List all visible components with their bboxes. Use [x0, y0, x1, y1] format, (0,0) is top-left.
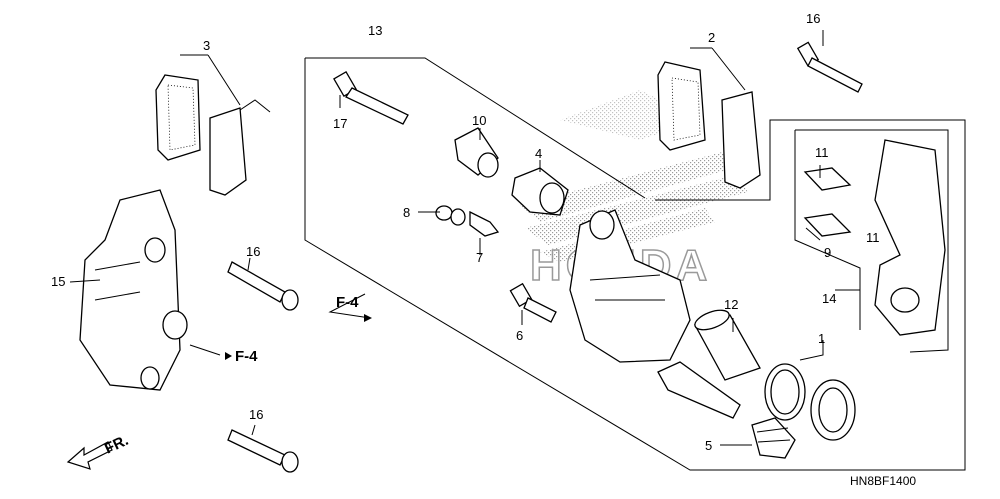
bolt-16-middle — [227, 261, 299, 311]
callout-16-top: 16 — [806, 11, 820, 26]
callout-4: 4 — [535, 146, 542, 161]
front-direction-label: FR. — [102, 432, 131, 458]
f4-arrows — [225, 314, 372, 360]
callout-13: 13 — [368, 23, 382, 38]
callout-16-middle: 16 — [246, 244, 260, 259]
boot-5 — [751, 417, 796, 459]
callout-labels: 3 2 13 16 17 10 4 8 7 6 11 11 9 14 12 1 … — [51, 11, 880, 453]
callout-5: 5 — [705, 438, 712, 453]
brake-pad-set-center — [657, 47, 761, 189]
callout-11-bottom: 11 — [866, 230, 880, 245]
bleeder-cap-8 — [435, 205, 466, 226]
bolt-16-bottom — [227, 429, 299, 473]
piston-seal-1a — [764, 363, 806, 421]
leader-lines — [69, 30, 860, 446]
callout-6: 6 — [516, 328, 523, 343]
callout-15: 15 — [51, 274, 65, 289]
caliper-body-center — [569, 209, 691, 363]
callout-8: 8 — [403, 205, 410, 220]
callout-7: 7 — [476, 250, 483, 265]
pin-boot-10 — [454, 127, 499, 178]
bolt-17 — [333, 70, 409, 125]
assembly-bracket-lines — [304, 57, 966, 471]
piston-12 — [694, 309, 761, 381]
callout-17: 17 — [333, 116, 347, 131]
front-direction-arrow-icon: FR. — [66, 432, 131, 470]
diagram-code: HN8BF1400 — [850, 474, 916, 488]
pad-clip-11-top — [803, 167, 852, 191]
bolt-6 — [509, 282, 557, 323]
slide-pin — [657, 361, 741, 419]
caliper-bracket-9-14 — [874, 139, 946, 336]
boot-4 — [511, 167, 569, 216]
callout-14: 14 — [822, 291, 836, 306]
callout-9: 9 — [824, 245, 831, 260]
callout-3: 3 — [203, 38, 210, 53]
bleeder-valve-7 — [469, 210, 500, 237]
caliper-body-left — [79, 189, 188, 391]
pad-clip-11-bottom — [803, 213, 852, 237]
ref-f4-center: F-4 — [336, 294, 359, 311]
callout-2: 2 — [708, 30, 715, 45]
callout-16-bottom: 16 — [249, 407, 263, 422]
ref-f4-left: F-4 — [235, 348, 258, 365]
bolt-16-top — [796, 41, 863, 93]
piston-seal-1b — [810, 379, 856, 441]
brake-pad-set-left — [155, 54, 271, 196]
callout-11-top: 11 — [815, 145, 829, 160]
callout-10: 10 — [472, 113, 486, 128]
callout-12: 12 — [724, 297, 738, 312]
callout-1: 1 — [818, 331, 825, 346]
